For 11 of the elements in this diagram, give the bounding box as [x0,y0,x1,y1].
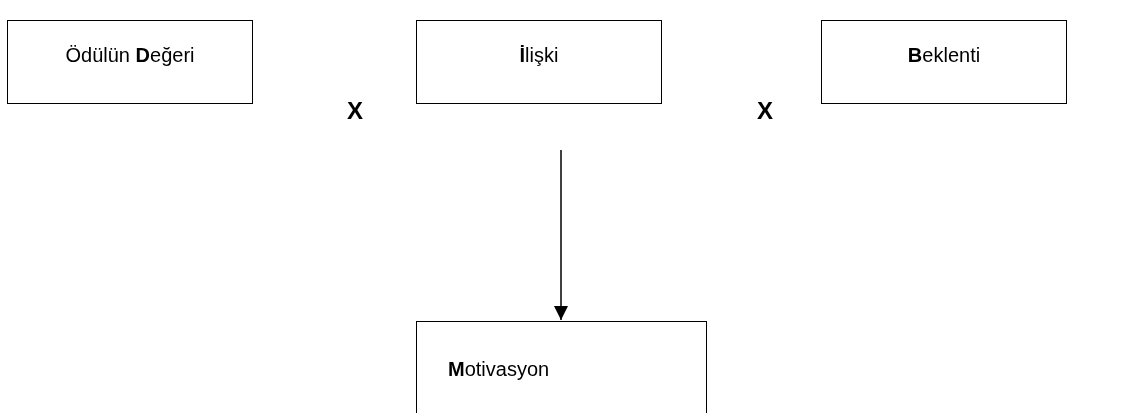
box-label: Beklenti [906,44,982,67]
multiply-sign: X [347,97,363,125]
process-box [416,20,662,104]
box-label: Ödülün Değeri [64,44,196,67]
process-box [416,321,707,413]
box-label: Motivasyon [448,358,550,381]
multiply-sign: X [757,97,773,125]
process-box [821,20,1067,104]
process-box [7,20,253,104]
box-label: İlişki [518,44,560,67]
arrow [554,149,568,321]
